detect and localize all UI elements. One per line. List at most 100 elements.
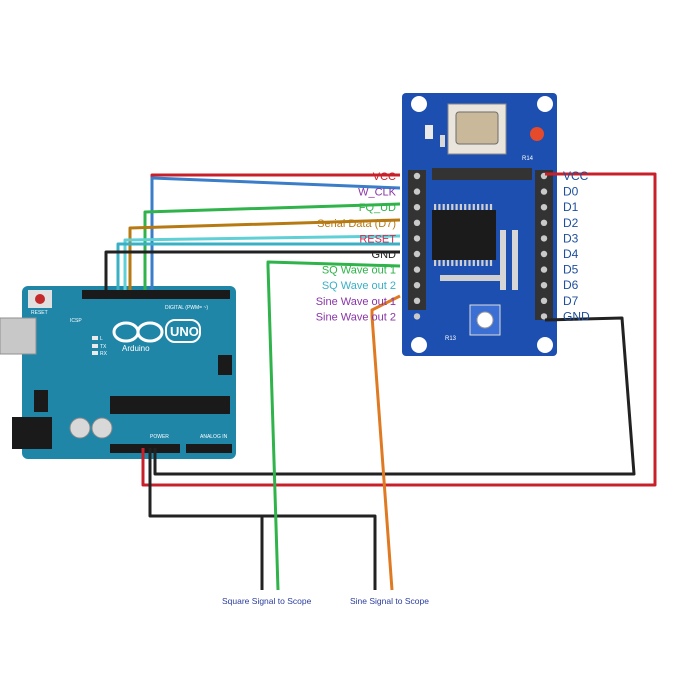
module-right-pin-label: VCC <box>563 169 589 183</box>
capacitor <box>69 417 91 439</box>
ad9850-module: R14 R13 <box>402 93 557 356</box>
left-header-pin <box>413 313 421 320</box>
chip-leg <box>485 204 488 210</box>
chip-leg <box>451 260 454 266</box>
chip-leg <box>438 260 441 266</box>
regulator <box>34 390 48 412</box>
led-l-label: L <box>100 336 103 342</box>
silk-r13: R13 <box>445 336 457 342</box>
silk-r14: R14 <box>522 156 534 162</box>
right-header-pin <box>540 219 548 226</box>
chip-leg <box>481 260 484 266</box>
left-header-pin <box>413 204 421 211</box>
chip-leg <box>446 204 450 210</box>
module-left-pin-label: SQ Wave out 2 <box>322 280 396 292</box>
wire-vcc-stub <box>150 173 400 178</box>
chip-leg <box>468 204 471 210</box>
right-header-pins <box>540 172 548 320</box>
crystal-can <box>455 111 499 145</box>
wire-gnd-scope-square <box>148 448 264 590</box>
chip-leg <box>446 260 450 266</box>
uno-badge <box>165 319 201 343</box>
analog-label: ANALOG IN <box>200 434 228 440</box>
right-header-pin <box>540 266 548 273</box>
led-rx-label: RX <box>100 351 108 357</box>
chip-leg <box>459 260 462 266</box>
wire-vcc <box>141 172 657 487</box>
module-right-pin-label: D7 <box>563 294 579 308</box>
module-right-pin-label: D1 <box>563 200 579 214</box>
power-header <box>110 444 180 453</box>
chip-leg <box>434 260 437 266</box>
mount-hole <box>537 96 553 112</box>
mount-hole <box>537 337 553 353</box>
wire-reset-b <box>116 242 400 290</box>
wire-data <box>128 218 401 290</box>
arduino-board <box>22 286 236 459</box>
wire-gnd-right <box>153 316 636 476</box>
module-left-pin-label: Serial Data (D7) <box>317 218 396 230</box>
chip-legs <box>434 204 493 266</box>
left-header-pin <box>413 188 421 195</box>
mount-hole <box>411 337 427 353</box>
smd-component <box>425 125 433 139</box>
reset-button-cap <box>35 294 45 304</box>
power-label: POWER <box>150 434 169 440</box>
right-header-pin <box>540 204 548 211</box>
digital-header <box>82 290 230 299</box>
right-header <box>535 170 553 320</box>
chip-leg <box>489 204 493 210</box>
module-left-pin-label: FQ_UD <box>359 202 396 214</box>
chip-leg <box>472 260 475 266</box>
power-led <box>530 127 544 141</box>
led-tx <box>92 344 98 348</box>
analog-header <box>186 444 232 453</box>
wire-fqud <box>143 202 401 290</box>
module-right-pin-label: D2 <box>563 216 579 230</box>
left-header-pin <box>413 219 421 226</box>
capacitor <box>91 417 113 439</box>
module-right-pin-label: D3 <box>563 231 579 245</box>
left-header-pin <box>413 172 421 180</box>
icsp-label: ICSP <box>70 318 82 324</box>
chip-leg <box>459 204 462 210</box>
right-header-pin <box>540 235 548 242</box>
sine-output-label: Sine Signal to Scope <box>350 596 429 606</box>
module-right-pin-label: D0 <box>563 185 579 199</box>
resistor-row <box>440 275 500 281</box>
chip-leg <box>477 260 480 266</box>
arduino-logo-right <box>136 321 164 343</box>
led-rx <box>92 351 98 355</box>
module-right-pin-label: D4 <box>563 247 579 261</box>
left-header-pin <box>413 282 421 289</box>
left-header-pin <box>413 235 421 242</box>
wire-sine-out <box>370 294 401 591</box>
right-header-pin <box>540 250 548 258</box>
module-left-pin-label: RESET <box>359 233 396 245</box>
wire-gnd-scope-sine <box>262 514 377 590</box>
left-header-pin <box>413 250 421 258</box>
usb-connector <box>0 317 37 355</box>
chip-leg <box>455 204 458 210</box>
chip-leg <box>468 260 471 266</box>
module-left-pin-label: Sine Wave out 1 <box>316 296 396 308</box>
top-header <box>432 168 532 180</box>
square-output-label: Square Signal to Scope <box>222 596 312 606</box>
arduino-uno: RESET DIGITAL (PWM= ~) ICSP UNO Arduino … <box>0 286 236 459</box>
led-tx-label: TX <box>100 344 107 350</box>
digital-label: DIGITAL (PWM= ~) <box>165 305 208 311</box>
chip-leg <box>438 204 441 210</box>
left-header-pins <box>413 172 421 320</box>
chip-leg <box>481 204 484 210</box>
resistor-column <box>500 230 506 290</box>
chip-leg <box>489 260 493 266</box>
chip-leg <box>451 204 454 210</box>
module-left-pin-label: W_CLK <box>358 187 397 199</box>
mount-hole <box>411 96 427 112</box>
arduino-brand: Arduino <box>122 344 150 353</box>
chip-leg <box>464 204 467 210</box>
chip-leg <box>477 204 480 210</box>
